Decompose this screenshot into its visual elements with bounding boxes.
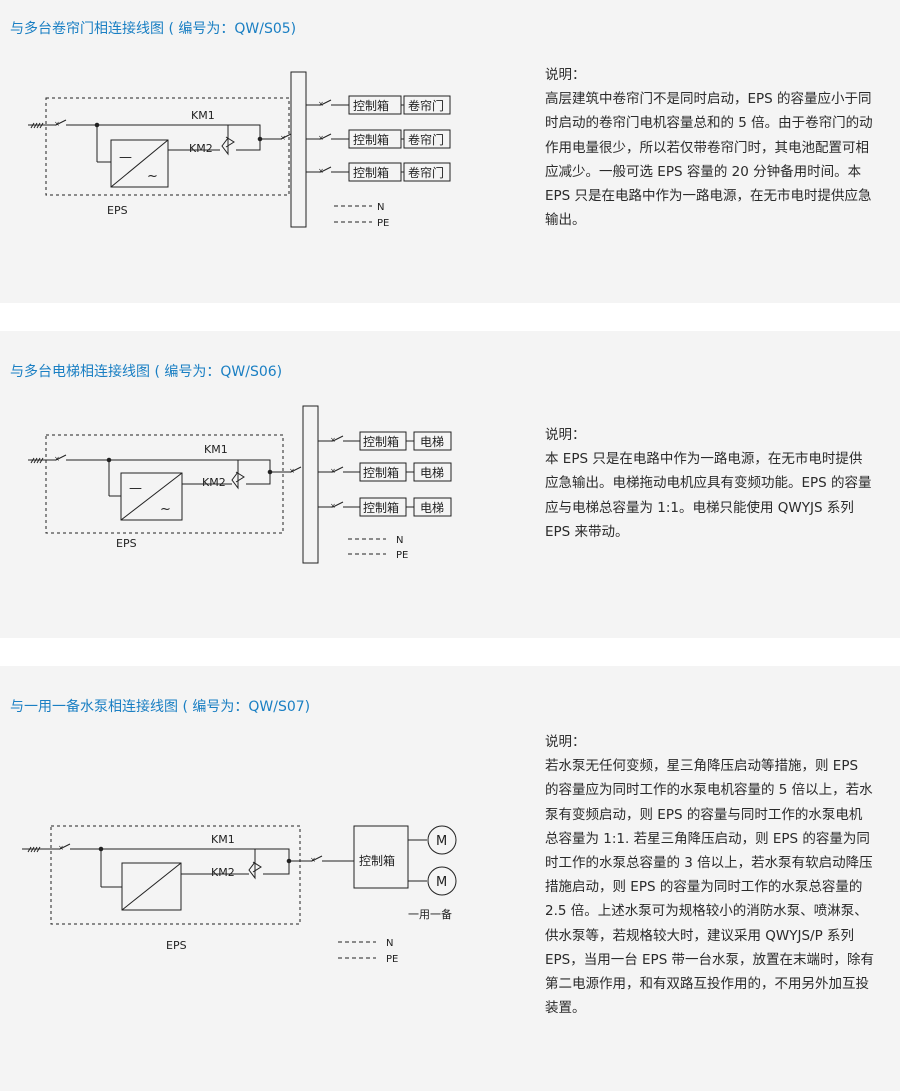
description-body: 若水泵无任何变频，星三角降压启动等措施，则 EPS 的容量应为同时工作的水泵电机… [545,758,875,1017]
load-label: 电梯 [420,501,444,515]
eps-label: EPS [166,939,187,952]
control-box-label: 控制箱 [353,132,389,147]
three-phase-mark [30,122,44,129]
description-heading: 说明： [545,734,586,750]
svg-text:×: × [330,467,336,475]
n-label: N [377,202,384,213]
n-label: N [396,535,403,546]
description-body: 本 EPS 只是在电路中作为一路电源，在无市电时提供应急输出。电梯拖动电机应具有… [545,451,872,540]
load-label: 卷帘门 [408,98,444,113]
pe-label: PE [377,218,389,229]
section-title: 与多台卷帘门相连接线图 ( 编号为：QW/S05) [10,21,297,37]
n-label: N [386,938,393,949]
svg-text:×: × [310,856,316,864]
control-box [353,825,409,889]
output-branches: × × × [306,99,349,175]
pe-label: PE [386,954,398,965]
eps-enclosure [45,97,290,196]
motor-label: M [436,875,447,890]
svg-text:×: × [330,436,336,444]
description-heading: 说明： [545,427,586,443]
svg-text:×: × [318,100,324,108]
eps-label: EPS [107,204,128,217]
description-heading: 说明： [545,67,586,83]
description-body: 高层建筑中卷帘门不是同时启动，EPS 的容量应小于同时启动的卷帘门电机容量总和的… [545,91,873,229]
svg-text:×: × [280,134,286,142]
km2-label: KM2 [189,142,213,155]
description: 说明： 本 EPS 只是在电路中作为一路电源，在无市电时提供应急输出。电梯拖动电… [545,423,875,544]
load-label: 卷帘门 [408,165,444,180]
converter-block [110,139,169,188]
svg-text:×: × [289,467,295,475]
svg-text:×: × [58,844,64,852]
dc-symbol: — [129,481,142,496]
svg-text:×: × [330,502,336,510]
motor-1 [427,825,457,855]
km2-triangle [225,136,235,148]
load-boxes [348,95,451,182]
svg-text:×: × [54,120,60,128]
control-box-label: 控制箱 [363,434,399,449]
km2-label: KM2 [211,866,235,879]
ac-symbol: ~ [147,169,158,184]
wiring-diagram-elevator: × × × × × KM1 KM2 — ~ EPS N [28,405,452,564]
wiring-diagram-rolling-door: × × × × × [28,71,451,229]
ac-symbol: ~ [160,502,171,517]
control-box-label: 控制箱 [353,98,389,113]
input-switch [55,119,67,126]
control-box-label: 控制箱 [363,465,399,480]
section-elevator: 与多台电梯相连接线图 ( 编号为：QW/S06) × × × × × [0,331,900,638]
section-title: 与多台电梯相连接线图 ( 编号为：QW/S06) [10,364,283,380]
km1-label: KM1 [211,833,235,846]
control-box-label: 控制箱 [359,853,395,868]
description: 说明： 若水泵无任何变频，星三角降压启动等措施，则 EPS 的容量应为同时工作的… [545,730,875,1020]
load-label: 卷帘门 [408,132,444,147]
load-label: 电梯 [420,435,444,449]
svg-text:×: × [318,134,324,142]
eps-label: EPS [116,537,137,550]
control-box-label: 控制箱 [363,500,399,515]
control-box-label: 控制箱 [353,165,389,180]
motor-label: M [436,834,447,849]
svg-text:×: × [54,455,60,463]
wiring-diagram-water-pump: × × KM1 KM2 EPS N PE 控制箱 M M 一用 [22,825,457,965]
dc-symbol: — [119,150,132,165]
section-water-pump: 与一用一备水泵相连接线图 ( 编号为：QW/S07) × × KM1 KM2 [0,666,900,1091]
standby-label: 一用一备 [408,907,452,921]
svg-text:×: × [318,167,324,175]
km2-label: KM2 [202,476,226,489]
transfer-switch [221,125,229,156]
motor-2 [427,866,457,896]
description: 说明： 高层建筑中卷帘门不是同时启动，EPS 的容量应小于同时启动的卷帘门电机容… [545,63,875,232]
section-title: 与一用一备水泵相连接线图 ( 编号为：QW/S07) [10,699,311,715]
load-label: 电梯 [420,466,444,480]
busbar [290,71,307,228]
section-rolling-door: 与多台卷帘门相连接线图 ( 编号为：QW/S05) × × × [0,0,900,303]
km1-label: KM1 [204,443,228,456]
km1-label: KM1 [191,109,215,122]
pe-label: PE [396,550,408,561]
